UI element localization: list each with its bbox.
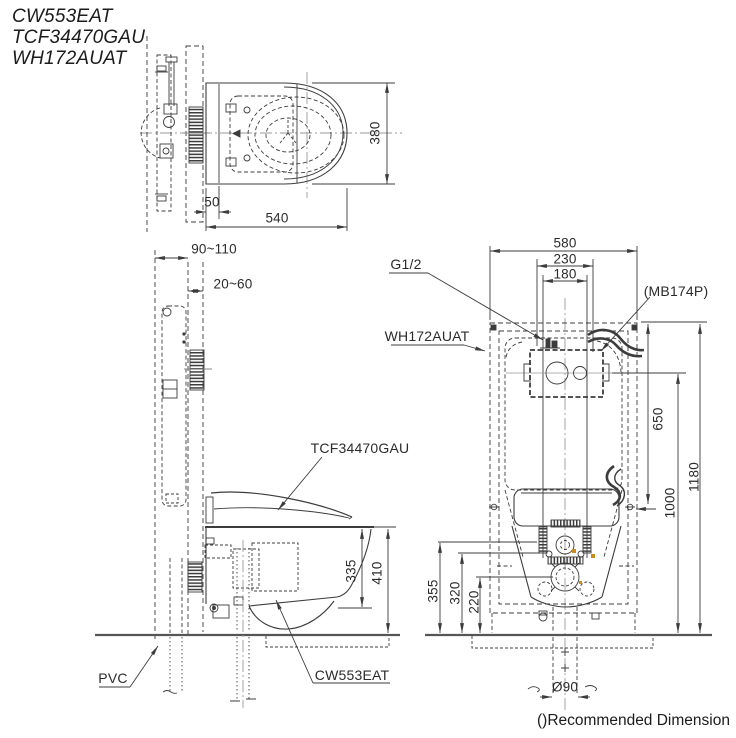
dim-frame-height: 1180 [686, 462, 702, 492]
model-number-bowl: CW553EAT [12, 6, 113, 27]
label-supply-hose: (MB174P) [643, 283, 709, 299]
label-water-inlet: G1/2 [390, 256, 422, 272]
front-view [389, 246, 712, 712]
dim-bolt-height: 320 [447, 581, 463, 605]
dim-plate-height: 1000 [662, 487, 678, 519]
side-view [95, 250, 400, 708]
dim-plate-drop: 650 [650, 407, 666, 431]
dim-drain-diameter: Ø90 [551, 679, 579, 695]
dim-drain-height: 220 [466, 590, 482, 614]
label-drain-pipe: PVC [98, 670, 128, 686]
dim-rim-to-lowest: 335 [343, 559, 359, 583]
label-carrier-frame: WH172AUAT [384, 328, 470, 344]
model-number-washlet: TCF34470GAU [12, 27, 146, 48]
dim-frame-width: 580 [553, 235, 577, 251]
dim-supply-span: 230 [553, 251, 577, 267]
dim-total-length: 540 [265, 210, 289, 226]
recommended-dimension-note: ()Recommended Dimension [537, 712, 730, 729]
label-seat-unit: TCF34470GAU [310, 440, 410, 456]
label-bowl: CW553EAT [314, 667, 390, 683]
plan-view [140, 36, 402, 232]
dim-rim-height: 410 [369, 561, 385, 585]
dim-hinge-offset: 50 [204, 194, 220, 210]
dim-frame-depth: 90~110 [191, 241, 237, 257]
dim-bolt-span: 180 [553, 266, 577, 282]
model-number-frame: WH172AUAT [12, 48, 127, 69]
dim-supply-height: 355 [425, 579, 441, 603]
dim-wall-finish: 20~60 [213, 276, 253, 292]
dim-bowl-width: 380 [367, 121, 383, 145]
